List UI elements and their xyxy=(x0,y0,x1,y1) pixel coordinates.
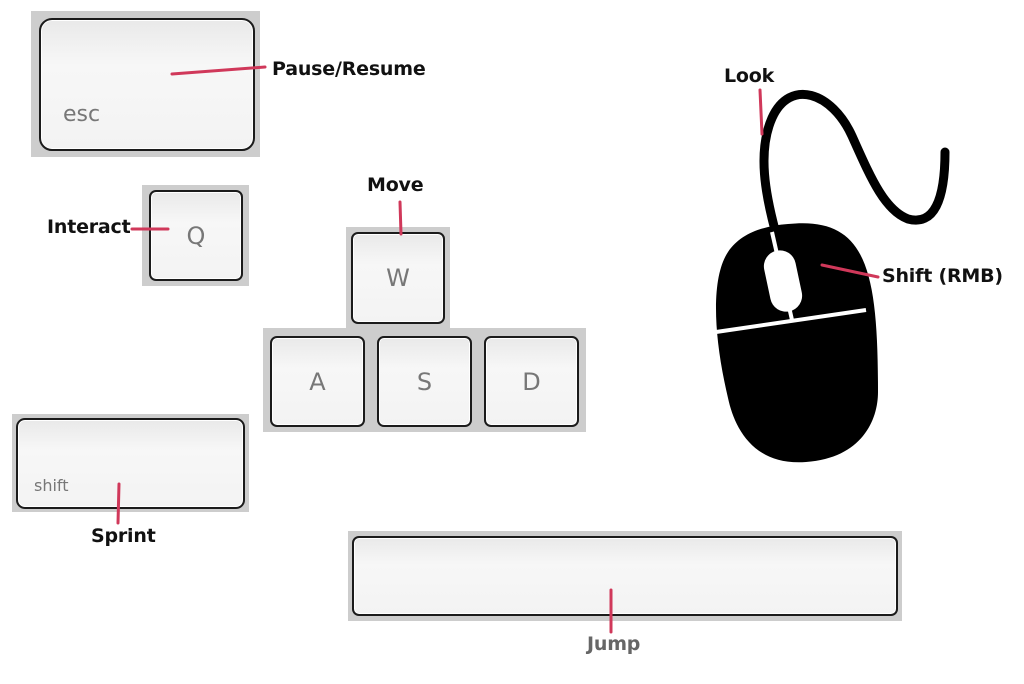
look-label: Look xyxy=(724,65,775,87)
s-key-caption: S xyxy=(416,367,433,396)
q-key-caption: Q xyxy=(186,221,206,250)
mouse-body-divider xyxy=(715,308,867,334)
esc-key-caption: esc xyxy=(63,102,101,127)
shift-rmb-label: Shift (RMB) xyxy=(882,265,1003,287)
mouse-scroll-wheel xyxy=(763,250,803,312)
mouse-icon xyxy=(716,223,878,463)
move-leader xyxy=(398,200,403,236)
pause-resume-label: Pause/Resume xyxy=(272,58,426,80)
s-key: S xyxy=(377,336,472,427)
interact-label: Interact xyxy=(47,216,131,238)
esc-key: esc xyxy=(39,18,255,151)
shift-key-caption: shift xyxy=(34,476,69,495)
d-key: D xyxy=(484,336,579,427)
w-key: W xyxy=(351,232,445,324)
w-key-caption: W xyxy=(386,264,410,292)
sprint-leader xyxy=(116,482,121,525)
pause-resume-leader xyxy=(170,65,267,76)
q-key: Q xyxy=(149,190,243,281)
shift-key: shift xyxy=(16,418,245,509)
move-label: Move xyxy=(367,174,424,196)
jump-label: Jump xyxy=(587,633,641,655)
look-leader xyxy=(758,88,764,136)
a-key: A xyxy=(270,336,365,427)
space-key xyxy=(352,536,898,616)
sprint-label: Sprint xyxy=(91,525,156,547)
d-key-caption: D xyxy=(522,367,541,396)
shift-rmb-leader xyxy=(820,263,880,279)
mouse-cable xyxy=(759,89,950,235)
a-key-caption: A xyxy=(309,367,326,396)
